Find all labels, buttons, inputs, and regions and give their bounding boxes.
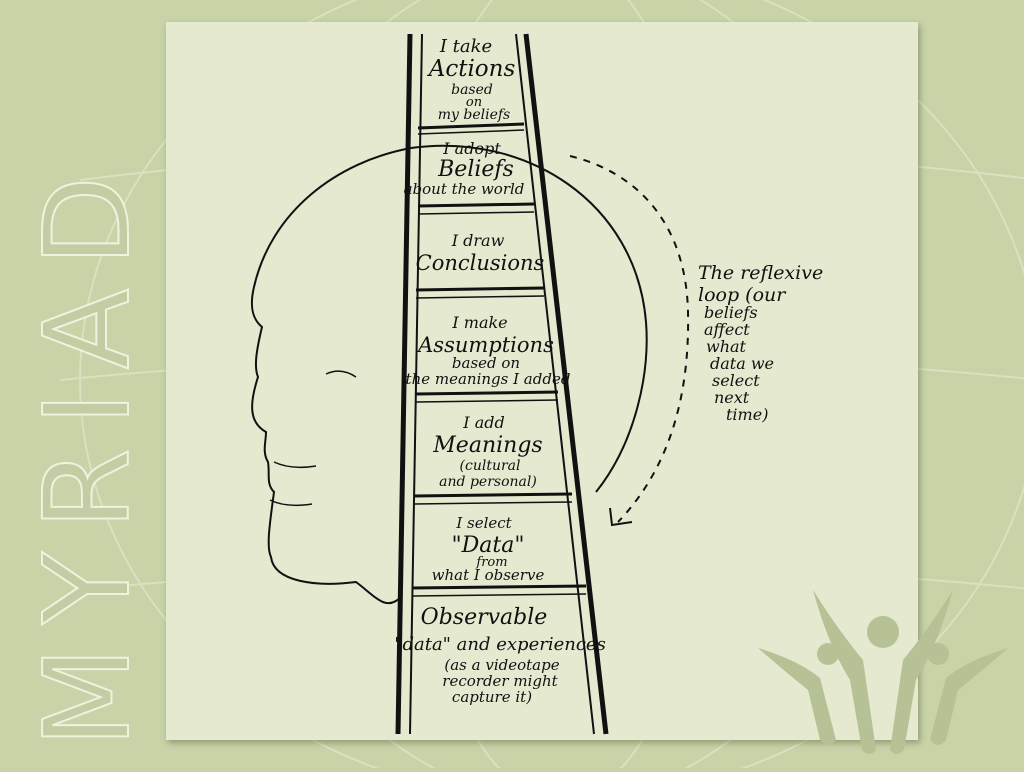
loop-line4: affect	[704, 320, 750, 339]
diagram-panel: I take Actions based on my beliefs I ado…	[166, 22, 918, 740]
rung3-title: Conclusions	[416, 251, 545, 275]
rung4-line2: based on	[452, 354, 520, 372]
rung4-line1: I make	[451, 313, 507, 332]
loop-line3: beliefs	[704, 303, 758, 322]
rung4-line3: the meanings I added	[406, 370, 571, 388]
loop-line1: The reflexive	[698, 262, 823, 284]
rung6-title: "Data"	[452, 533, 525, 558]
ladder	[395, 33, 609, 735]
base-line1: "data" and experiences	[394, 634, 606, 655]
base-title: Observable	[421, 605, 548, 630]
brand-wordmark: MYRIAD	[0, 0, 160, 768]
loop-line9: time)	[726, 405, 768, 424]
people-figures-icon	[758, 590, 1008, 760]
rung2-title: Beliefs	[437, 157, 514, 182]
rung6-line2: from	[475, 555, 507, 570]
arrowhead-icon	[609, 507, 633, 527]
head-profile-icon	[250, 147, 412, 605]
rung1-line1: I take	[439, 36, 492, 57]
base-line4: capture it)	[452, 688, 532, 706]
rung6-line3: what I observe	[432, 566, 545, 584]
brand-text: MYRIAD	[18, 154, 156, 748]
rung1-title: Actions	[427, 56, 516, 82]
loop-line7: select	[712, 371, 760, 390]
rung6-line1: I select	[455, 514, 512, 532]
rung5-line3: and personal)	[439, 474, 537, 490]
reflexive-loop-arrow	[569, 155, 690, 523]
rung3-line1: I draw	[451, 231, 505, 250]
rung2-line2: about the world	[404, 180, 525, 198]
base-line3: recorder might	[442, 672, 558, 690]
reflexive-loop-label: The reflexive loop (our beliefs affect w…	[698, 262, 823, 424]
loop-line5: what	[706, 337, 747, 356]
rung2-line1: I adopt	[442, 139, 501, 158]
loop-line6: data we	[710, 354, 774, 373]
rung5-line1: I add	[462, 413, 504, 432]
rung5-title: Meanings	[432, 433, 542, 458]
base-line2: (as a videotape	[444, 656, 559, 674]
loop-line8: next	[714, 388, 750, 407]
rung1-line2: based	[451, 82, 493, 98]
rung5-line2: (cultural	[460, 458, 521, 474]
rung4-title: Assumptions	[416, 333, 554, 357]
loop-line2: loop (our	[698, 284, 787, 306]
rung1-line3: on	[466, 95, 482, 110]
rung1-line4: my beliefs	[438, 107, 511, 123]
